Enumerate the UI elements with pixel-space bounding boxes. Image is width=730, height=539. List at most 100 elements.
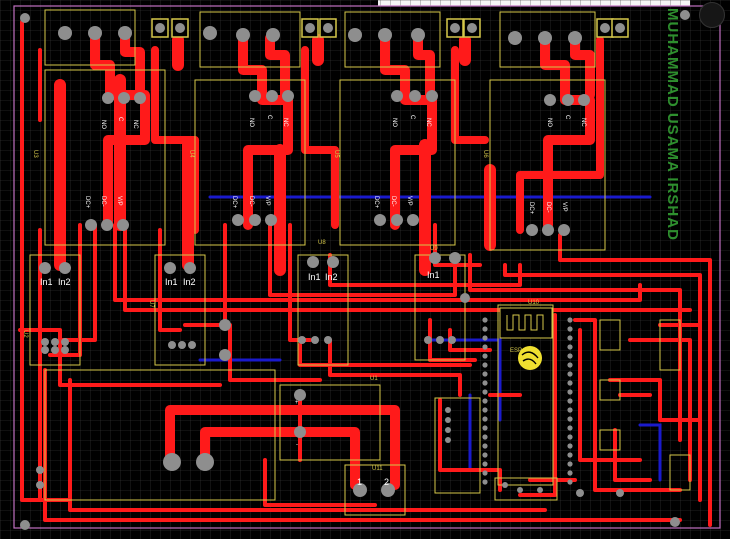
- pad: [39, 262, 51, 274]
- u8-ref: U8: [318, 240, 326, 246]
- pad: [36, 466, 44, 474]
- u6-nc-label: NC: [580, 118, 586, 127]
- pad: [232, 214, 244, 226]
- u3-no-label: NO: [100, 120, 106, 129]
- pad: [118, 26, 132, 40]
- pad: [58, 26, 72, 40]
- pad: [445, 407, 451, 413]
- u6-dcm-label: DC-: [545, 202, 551, 213]
- esp-module[interactable]: ESP: [499, 307, 553, 370]
- pad: [391, 90, 403, 102]
- pad: [117, 219, 129, 231]
- pad: [236, 28, 250, 42]
- u6-no-label: NO: [546, 118, 552, 127]
- header-pin-pad: [482, 335, 488, 341]
- pad: [36, 481, 44, 489]
- pad: [59, 262, 71, 274]
- terminal-hole: [305, 23, 315, 33]
- pad: [265, 214, 277, 226]
- u4-dcm-label: DC-: [248, 196, 254, 207]
- silkscreen-outlines: [29, 9, 691, 516]
- pad: [249, 214, 261, 226]
- pad: [249, 90, 261, 102]
- u6-vp-label: V/P: [561, 202, 567, 212]
- u4-ref: U4: [188, 150, 194, 158]
- pad: [196, 453, 214, 471]
- u6-c-label: C: [564, 115, 570, 120]
- pad: [538, 31, 552, 45]
- pad: [407, 214, 419, 226]
- pad: [544, 94, 556, 106]
- terminal-hole: [615, 23, 625, 33]
- u7-in2-label: In2: [183, 277, 196, 287]
- header-pin-pad: [567, 452, 573, 458]
- pad: [85, 219, 97, 231]
- u11-pin2-label: 2: [384, 477, 389, 487]
- pad: [517, 487, 523, 493]
- pad: [445, 437, 451, 443]
- pad: [558, 224, 570, 236]
- header-pin-pad: [482, 443, 488, 449]
- pad: [184, 262, 196, 274]
- pad: [101, 219, 113, 231]
- terminal-hole: [467, 23, 477, 33]
- u3-vp-label: V/P: [116, 196, 122, 206]
- u8-in2-label: In2: [325, 272, 338, 282]
- header-pin-pad: [482, 470, 488, 476]
- header-pin-pad: [482, 389, 488, 395]
- u8-in1-label: In1: [308, 272, 321, 282]
- pad: [219, 319, 231, 331]
- pad: [374, 214, 386, 226]
- header-pin-pad: [567, 317, 573, 323]
- terminal-hole: [155, 23, 165, 33]
- minus-label: -: [296, 442, 298, 448]
- pad: [391, 214, 403, 226]
- u5-c-label: C: [409, 115, 415, 120]
- pad: [188, 341, 196, 349]
- u7-ref: U7: [148, 300, 154, 308]
- pad: [61, 338, 69, 346]
- pad: [448, 336, 456, 344]
- terminal-hole: [323, 23, 333, 33]
- top-layer-traces: [18, 20, 712, 527]
- header-pin-pad: [482, 452, 488, 458]
- header-pin-pad: [482, 371, 488, 377]
- pad: [502, 482, 508, 488]
- pad: [562, 94, 574, 106]
- u1-ref: U1: [370, 376, 378, 382]
- pad: [411, 28, 425, 42]
- u5-nc-label: NC: [425, 118, 431, 127]
- u3-dcp-label: DC+: [84, 196, 90, 209]
- pad: [429, 252, 441, 264]
- pad: [409, 90, 421, 102]
- window-corner-button[interactable]: [699, 2, 725, 28]
- header-pin-pad: [482, 362, 488, 368]
- component-pads: [36, 26, 624, 497]
- pad: [88, 26, 102, 40]
- pad: [327, 256, 339, 268]
- u11-pin1-label: 1: [357, 477, 362, 487]
- pad: [294, 426, 306, 438]
- u4-vp-label: V/P: [264, 196, 270, 206]
- pad: [616, 489, 624, 497]
- u3-nc-label: NC: [132, 120, 138, 129]
- header-pin-pad: [567, 443, 573, 449]
- pad: [266, 28, 280, 42]
- pad: [568, 31, 582, 45]
- pad: [168, 341, 176, 349]
- pad: [324, 336, 332, 344]
- pad: [307, 256, 319, 268]
- pad: [203, 26, 217, 40]
- pad: [118, 92, 130, 104]
- u5-no-label: NO: [391, 118, 397, 127]
- pad: [542, 224, 554, 236]
- pad: [426, 90, 438, 102]
- u5-vp-label: V/P: [406, 196, 412, 206]
- input-pin-labels: In1 In2 In1 In2 In1 In2 In1 1 2: [40, 270, 440, 487]
- pad: [51, 346, 59, 354]
- u7-in1-label: In1: [165, 277, 178, 287]
- header-pin-pad: [567, 389, 573, 395]
- u5-dcm-label: DC-: [390, 196, 396, 207]
- header-pin-pad: [482, 461, 488, 467]
